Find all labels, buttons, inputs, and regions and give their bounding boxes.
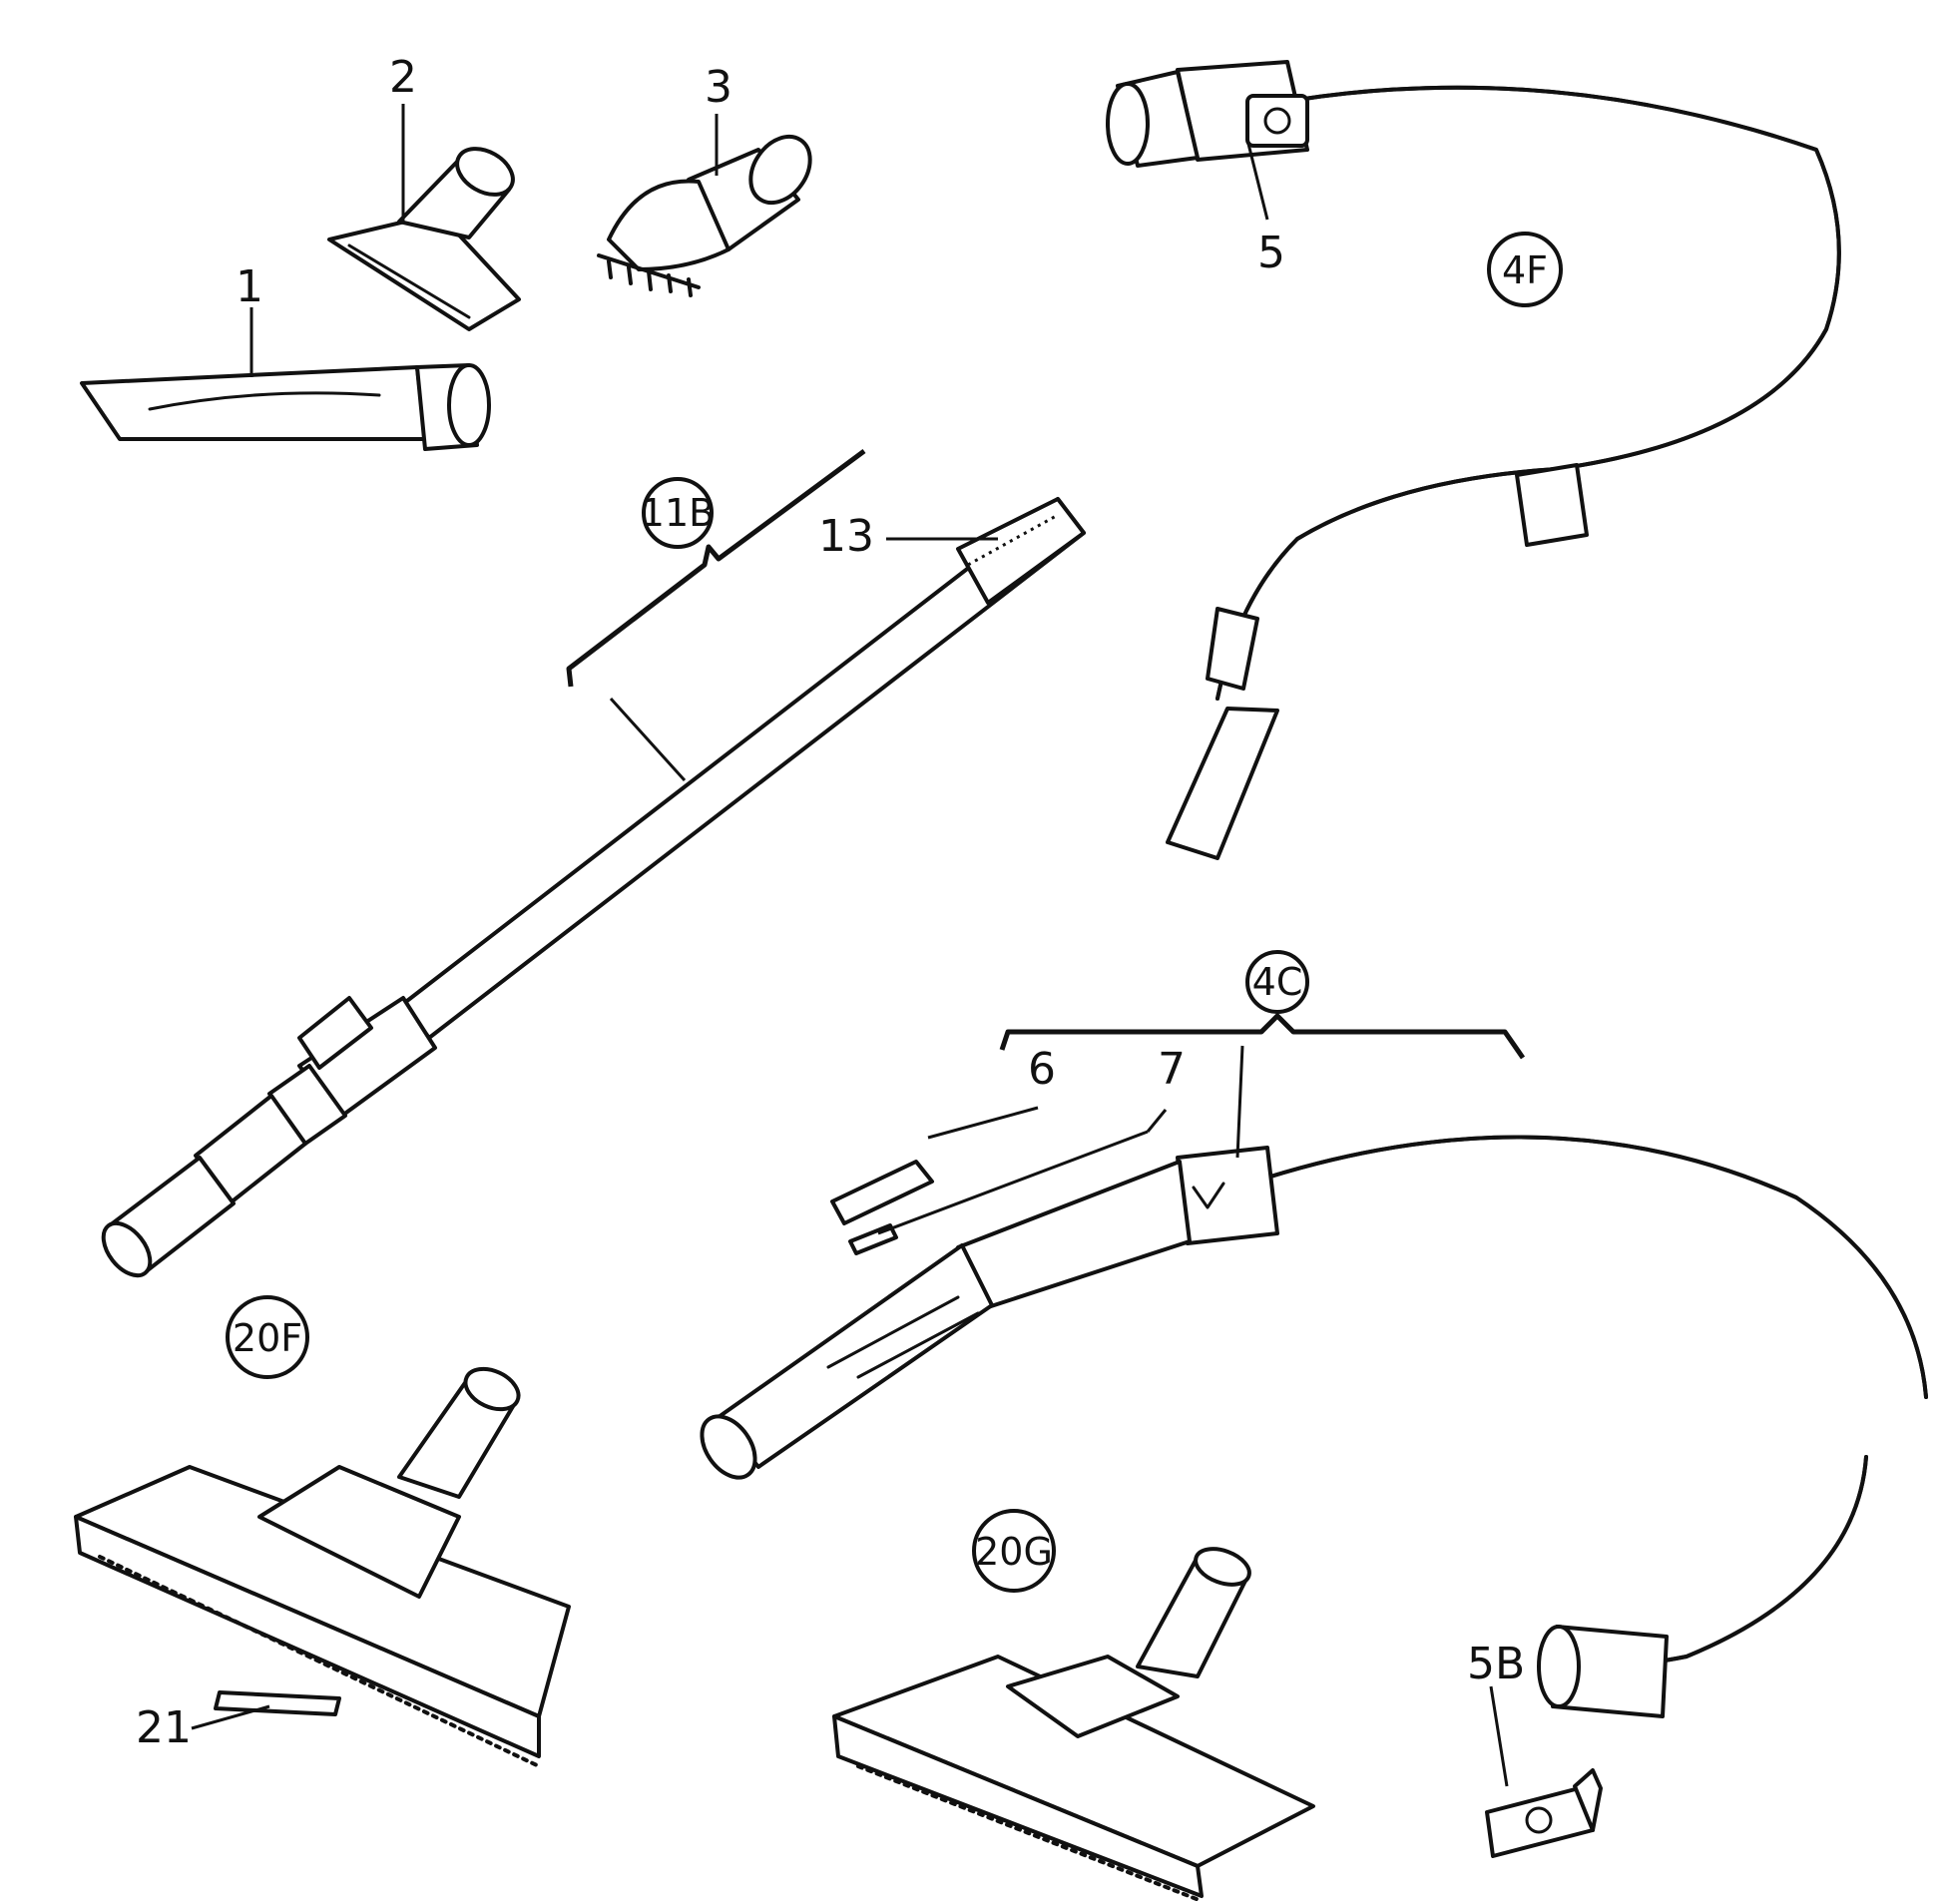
svg-text:4F: 4F <box>1502 248 1548 292</box>
leader-11b <box>609 697 687 782</box>
floor-nozzle-20g <box>832 1547 1315 1903</box>
assembly-callout-4c: 4C <box>1245 950 1309 1014</box>
leader-4c <box>1235 1045 1244 1159</box>
floor-nozzle-20f <box>74 1366 571 1768</box>
hose-4c <box>700 1135 1928 1718</box>
svg-text:20F: 20F <box>233 1316 302 1360</box>
leader-21 <box>191 1704 270 1730</box>
telescopic-tube <box>101 497 1086 1278</box>
callout-21: 21 <box>136 1702 192 1753</box>
upholstery-nozzle <box>327 147 521 331</box>
callout-3: 3 <box>705 62 732 113</box>
callout-5: 5 <box>1257 228 1285 278</box>
assembly-callout-11b: 11B <box>641 477 715 549</box>
callout-6: 6 <box>1028 1044 1056 1095</box>
svg-text:11B: 11B <box>641 491 715 535</box>
assembly-callout-4f: 4F <box>1487 232 1563 307</box>
crevice-tool <box>80 363 491 451</box>
hose-4f <box>1106 60 1841 860</box>
callout-5b: 5B <box>1467 1639 1525 1689</box>
callout-1: 1 <box>236 261 263 312</box>
assembly-callout-20g: 20G <box>972 1509 1056 1593</box>
svg-text:4C: 4C <box>1252 960 1303 1004</box>
leader-7 <box>1146 1109 1168 1133</box>
callout-7: 7 <box>1158 1044 1186 1095</box>
bracket-11b <box>566 448 866 688</box>
svg-text:20G: 20G <box>975 1530 1053 1574</box>
leader-5b <box>1489 1685 1509 1787</box>
leader-7b <box>877 1130 1149 1235</box>
dusting-brush <box>597 134 812 297</box>
callout-2: 2 <box>389 52 417 103</box>
hose-clip-6 <box>830 1160 934 1225</box>
assembly-callout-20f: 20F <box>226 1295 309 1379</box>
callout-13: 13 <box>818 511 874 562</box>
leader-5 <box>1245 139 1269 221</box>
leader-6 <box>927 1106 1039 1140</box>
bracket-4c <box>999 1013 1526 1060</box>
hose-latch-5b <box>1485 1768 1603 1858</box>
